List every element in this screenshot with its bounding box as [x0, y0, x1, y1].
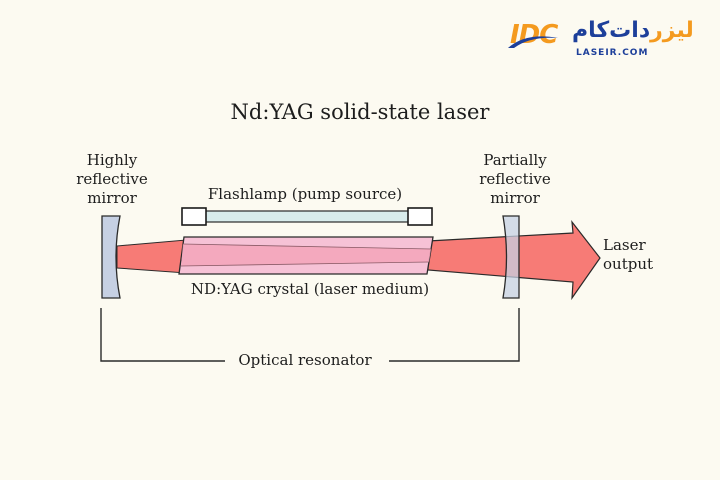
diagram-title: Nd:YAG solid-state laser [230, 100, 490, 124]
site-logo: IDC لیزردات‌کام LASEIR.COM [506, 18, 706, 64]
left-mirror-label-line: Highly [86, 151, 138, 169]
optical-resonator-bracket [100, 308, 520, 362]
logo-swoosh-icon [508, 36, 558, 48]
flashlamp-left-cap [181, 207, 207, 226]
flashlamp-right-cap [407, 207, 433, 226]
right-mirror-label-line: reflective [479, 170, 551, 188]
crystal-beam-edge-top [182, 243, 432, 250]
left-mirror-label-line: mirror [87, 189, 137, 207]
crystal-label: ND:YAG crystal (laser medium) [190, 280, 430, 298]
flashlamp-tube [204, 210, 410, 223]
logo-persian-blue: دات‌کام [572, 18, 651, 43]
bracket-right [389, 308, 520, 362]
internal-beam-left [116, 239, 187, 274]
logo-persian-orange: لیزر [650, 18, 694, 43]
laser-output-label-line: Laser [603, 236, 646, 254]
highly-reflective-mirror [101, 215, 121, 299]
right-mirror-label-line: Partially [483, 151, 547, 169]
logo-persian-text: لیزردات‌کام [572, 18, 694, 43]
left-mirror-label: Highly reflective mirror [62, 151, 162, 208]
right-mirror-label: Partially reflective mirror [460, 151, 570, 208]
flashlamp-label: Flashlamp (pump source) [207, 185, 403, 203]
partially-reflective-mirror [502, 215, 520, 299]
laser-output-label-line: output [603, 255, 654, 273]
crystal-beam-edge-bottom [180, 261, 430, 267]
bracket-left [100, 308, 226, 362]
right-mirror-label-line: mirror [490, 189, 540, 207]
left-mirror-label-line: reflective [76, 170, 148, 188]
ndyag-crystal [178, 236, 434, 275]
flashlamp [181, 207, 433, 226]
laser-output-label: Laser output [603, 236, 653, 274]
optical-resonator-label: Optical resonator [225, 351, 385, 369]
crystal-beam-core [181, 244, 431, 266]
logo-domain: LASEIR.COM [576, 48, 649, 58]
